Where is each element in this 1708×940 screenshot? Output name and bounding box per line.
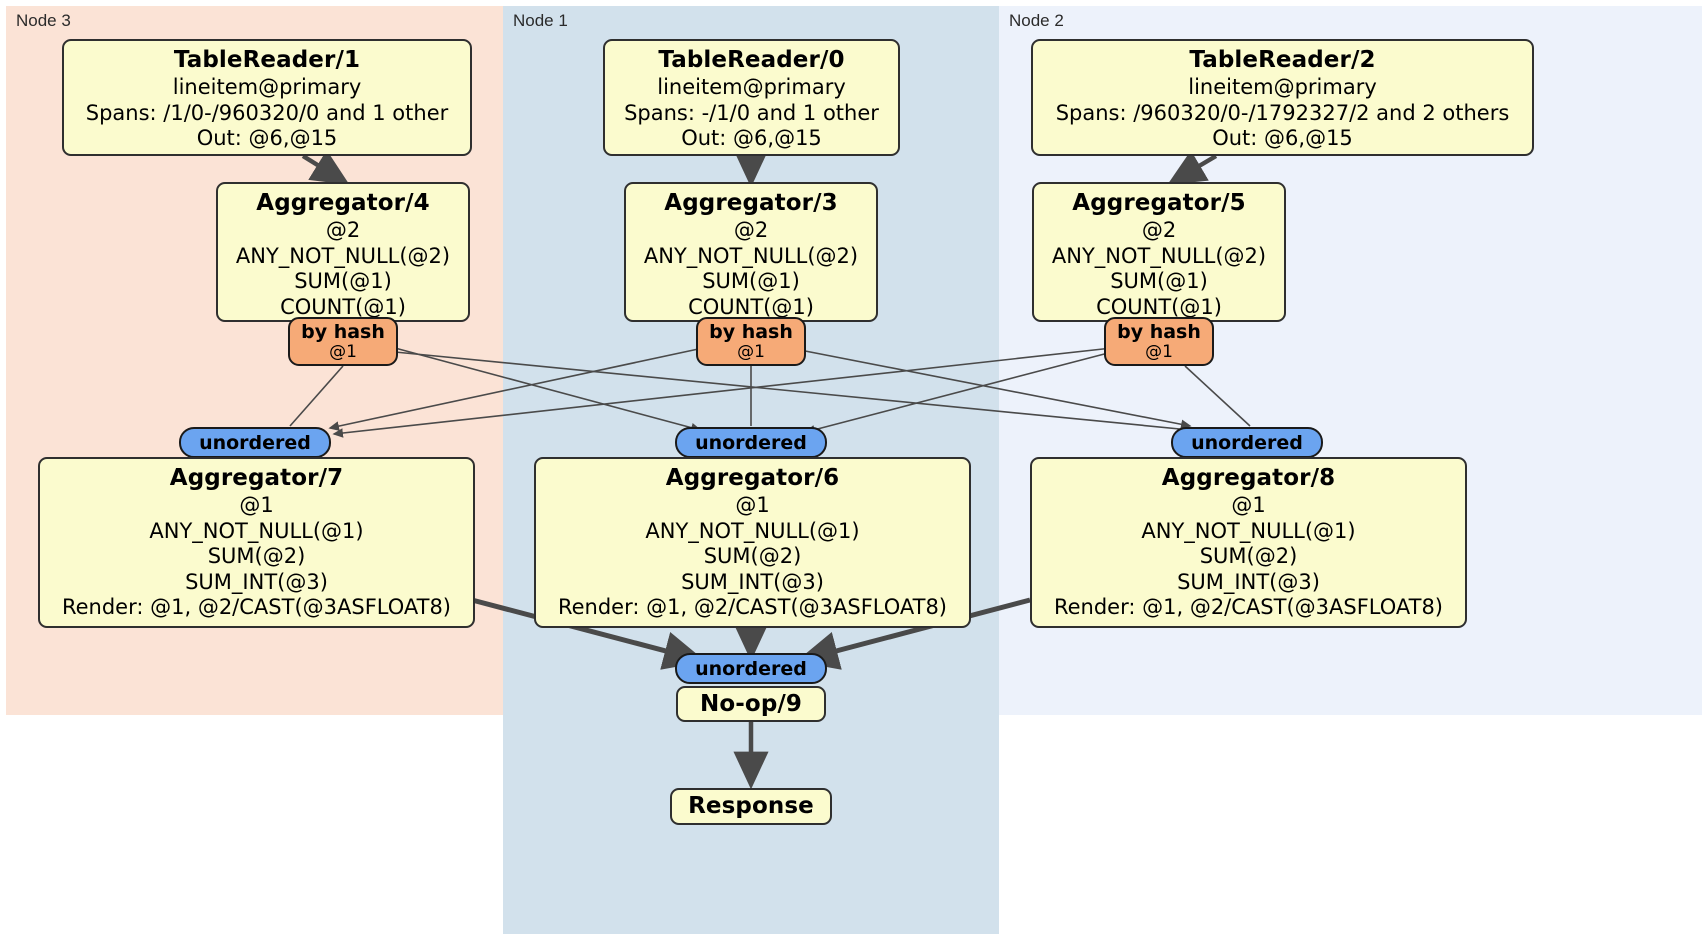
processor-line: @1 — [735, 493, 770, 517]
processor-title: Response — [688, 793, 814, 820]
processor-line: Render: @1, @2/CAST(@3ASFLOAT8) — [1053, 595, 1444, 619]
processor-line: Render: @1, @2/CAST(@3ASFLOAT8) — [557, 595, 948, 619]
processor-noop-9[interactable]: No-op/9 — [676, 686, 826, 722]
processor-tablereader-1[interactable]: TableReader/1 lineitem@primary Spans: /1… — [62, 39, 472, 156]
processor-line: @2 — [325, 218, 361, 242]
badge-label: unordered — [199, 431, 311, 454]
region-node-2-label: Node 2 — [1009, 11, 1064, 30]
processor-line: Spans: /960320/0-/1792327/2 and 2 others — [1055, 100, 1510, 125]
badge-column: @1 — [1145, 342, 1173, 362]
processor-title: Aggregator/5 — [1072, 190, 1246, 216]
processor-line: Out: @6,@15 — [1212, 126, 1353, 150]
processor-line: ANY_NOT_NULL(@2) — [235, 243, 451, 268]
processor-aggregator-6[interactable]: Aggregator/6 @1 ANY_NOT_NULL(@1) SUM(@2)… — [534, 457, 971, 628]
processor-title: Aggregator/4 — [256, 190, 430, 216]
processor-line: Out: @6,@15 — [681, 126, 822, 150]
processor-line: Render: @1, @2/CAST(@3ASFLOAT8) — [61, 595, 452, 619]
badge-unordered-final[interactable]: unordered — [675, 653, 827, 684]
badge-label: unordered — [695, 657, 807, 680]
processor-line: Out: @6,@15 — [196, 126, 338, 150]
processor-line: SUM(@1) — [702, 269, 800, 293]
processor-title: TableReader/0 — [658, 47, 845, 73]
badge-unordered-mid[interactable]: unordered — [675, 427, 827, 458]
processor-aggregator-5[interactable]: Aggregator/5 @2 ANY_NOT_NULL(@2) SUM(@1)… — [1032, 182, 1286, 322]
processor-response[interactable]: Response — [670, 788, 832, 825]
processor-line: Spans: -/1/0 and 1 other — [624, 100, 879, 125]
processor-title: Aggregator/3 — [664, 190, 838, 216]
processor-title: TableReader/1 — [173, 47, 361, 73]
badge-column: @1 — [737, 342, 765, 362]
processor-line: ANY_NOT_NULL(@1) — [1141, 518, 1356, 543]
processor-title: Aggregator/8 — [1161, 465, 1336, 491]
processor-line: @2 — [1141, 218, 1177, 242]
badge-unordered-left[interactable]: unordered — [179, 427, 331, 458]
badge-by-hash-left[interactable]: by hash @1 — [288, 317, 398, 366]
badge-column: @1 — [329, 342, 357, 362]
badge-kind: by hash — [709, 321, 793, 343]
processor-line: SUM(@1) — [294, 269, 392, 293]
processor-line: SUM(@2) — [207, 544, 306, 568]
processor-title: Aggregator/6 — [665, 465, 840, 491]
badge-unordered-right[interactable]: unordered — [1171, 427, 1323, 458]
processor-line: lineitem@primary — [1188, 75, 1377, 99]
processor-line: SUM(@2) — [1199, 544, 1298, 568]
processor-line: SUM(@2) — [703, 544, 802, 568]
processor-aggregator-3[interactable]: Aggregator/3 @2 ANY_NOT_NULL(@2) SUM(@1)… — [624, 182, 878, 322]
processor-line: Spans: /1/0-/960320/0 and 1 other — [85, 100, 449, 125]
region-node-3-label: Node 3 — [16, 11, 71, 30]
processor-line: SUM_INT(@3) — [681, 569, 824, 594]
badge-kind: by hash — [301, 321, 385, 343]
region-node-1-label: Node 1 — [513, 11, 568, 30]
badge-kind: by hash — [1117, 321, 1201, 343]
processor-line: lineitem@primary — [657, 75, 846, 99]
processor-line: @1 — [239, 493, 274, 517]
badge-label: unordered — [695, 431, 807, 454]
badge-by-hash-right[interactable]: by hash @1 — [1104, 317, 1214, 366]
processor-line: SUM_INT(@3) — [185, 569, 328, 594]
processor-line: ANY_NOT_NULL(@2) — [643, 243, 859, 268]
processor-tablereader-0[interactable]: TableReader/0 lineitem@primary Spans: -/… — [603, 39, 900, 156]
processor-line: @1 — [1231, 493, 1266, 517]
processor-tablereader-2[interactable]: TableReader/2 lineitem@primary Spans: /9… — [1031, 39, 1534, 156]
processor-aggregator-7[interactable]: Aggregator/7 @1 ANY_NOT_NULL(@1) SUM(@2)… — [38, 457, 475, 628]
processor-line: COUNT(@1) — [1096, 294, 1222, 319]
processor-line: ANY_NOT_NULL(@2) — [1051, 243, 1267, 268]
processor-line: COUNT(@1) — [280, 294, 406, 319]
processor-line: SUM_INT(@3) — [1177, 569, 1320, 594]
processor-title: Aggregator/7 — [169, 465, 344, 491]
processor-title: TableReader/2 — [1189, 47, 1376, 73]
processor-line: ANY_NOT_NULL(@1) — [149, 518, 364, 543]
processor-line: lineitem@primary — [172, 75, 362, 99]
processor-line: SUM(@1) — [1110, 269, 1208, 293]
processor-title: No-op/9 — [700, 690, 802, 717]
processor-line: COUNT(@1) — [688, 294, 814, 319]
processor-aggregator-4[interactable]: Aggregator/4 @2 ANY_NOT_NULL(@2) SUM(@1)… — [216, 182, 470, 322]
badge-by-hash-mid[interactable]: by hash @1 — [696, 317, 806, 366]
badge-label: unordered — [1191, 431, 1303, 454]
processor-line: @2 — [733, 218, 769, 242]
processor-aggregator-8[interactable]: Aggregator/8 @1 ANY_NOT_NULL(@1) SUM(@2)… — [1030, 457, 1467, 628]
processor-line: ANY_NOT_NULL(@1) — [645, 518, 860, 543]
